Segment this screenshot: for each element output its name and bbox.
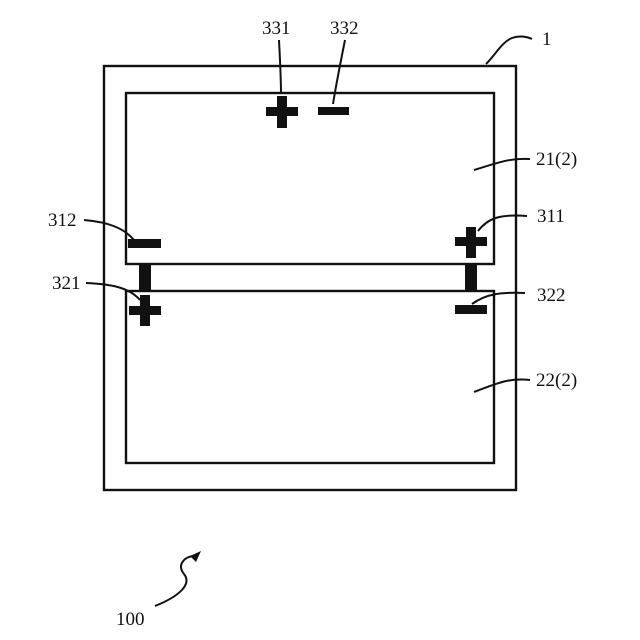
label-1: 1 <box>542 29 552 50</box>
leader-21 <box>474 159 530 170</box>
upper-cell <box>126 93 494 264</box>
label-100: 100 <box>116 609 145 630</box>
label-332: 332 <box>330 18 359 39</box>
terminal-322-minus-icon <box>455 305 487 314</box>
leader-331 <box>279 40 281 94</box>
label-312: 312 <box>48 210 77 231</box>
left-connector-bar <box>139 264 151 292</box>
leader-22 <box>474 380 530 393</box>
terminal-311-plus-icon <box>455 227 487 258</box>
terminal-332-minus-icon <box>318 107 349 115</box>
label-311: 311 <box>537 206 565 227</box>
leader-100 <box>155 556 194 606</box>
right-connector-bar <box>465 264 477 292</box>
outer-housing <box>104 66 516 490</box>
label-321: 321 <box>52 273 81 294</box>
label-322: 322 <box>537 285 566 306</box>
leader-332 <box>333 40 345 104</box>
terminal-331-plus-icon <box>266 96 298 128</box>
lower-cell <box>126 291 494 463</box>
leader-1 <box>486 36 532 64</box>
terminal-321-plus-icon <box>129 295 161 326</box>
terminal-312-minus-icon <box>128 239 161 248</box>
leader-311 <box>478 216 527 231</box>
label-22-2: 22(2) <box>536 370 577 391</box>
label-21-2: 21(2) <box>536 149 577 170</box>
leader-100-arrow-icon <box>190 551 201 562</box>
label-331: 331 <box>262 18 291 39</box>
